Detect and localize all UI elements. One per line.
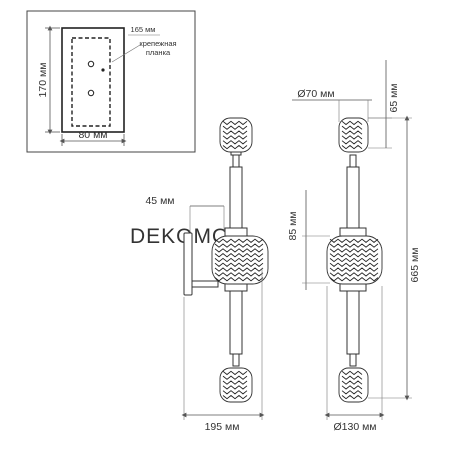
side-bottom-rod — [232, 353, 240, 367]
side-clamp-top — [224, 227, 248, 237]
side-depth-label: 45 мм — [145, 195, 174, 207]
side-wall-bracket — [183, 232, 193, 296]
plate-width-label: 80 мм — [78, 129, 107, 141]
side-shade-bottom — [219, 367, 253, 403]
side-top-rod — [232, 154, 240, 168]
front-shade-top — [338, 117, 369, 153]
glass-shades — [211, 117, 383, 403]
mounting-plate-inset: 170 мм 80 мм 165 мм крепежная планка — [26, 10, 196, 153]
side-arm — [191, 280, 219, 288]
mounting-hole-top — [87, 60, 95, 68]
front-shade-center — [326, 235, 383, 285]
side-tube-upper — [229, 166, 243, 230]
front-bottom-rod — [349, 353, 357, 367]
mounting-hole-bottom — [87, 89, 95, 97]
center-height-label: 85 мм — [287, 211, 299, 240]
side-tube-lower — [229, 289, 243, 355]
total-height-label: 665 мм — [409, 248, 421, 283]
top-diameter-label: Ø70 мм — [297, 88, 334, 100]
side-shade-center — [211, 235, 269, 285]
front-top-rod — [349, 154, 357, 168]
plate-note-line2: планка — [146, 48, 171, 57]
front-tube-lower — [346, 289, 360, 355]
center-diameter-label: Ø130 мм — [333, 421, 376, 433]
side-dimensions: 45 мм 195 мм — [145, 195, 265, 433]
top-height-label: 65 мм — [388, 83, 400, 112]
mounting-bar — [71, 37, 111, 127]
front-shade-bottom — [338, 367, 369, 403]
plate-length-label: 165 мм — [131, 25, 156, 34]
watermark: DEKOMO — [130, 225, 229, 248]
plate-height-label: 170 мм — [37, 63, 49, 98]
side-width-label: 195 мм — [205, 421, 240, 433]
side-shade-top — [219, 117, 253, 153]
front-tube-upper — [346, 166, 360, 230]
front-dimensions: Ø70 мм 65 мм 85 мм 665 мм Ø130 мм — [287, 60, 421, 433]
plate-note-line1: крепежная — [139, 39, 176, 48]
front-clamp-top — [339, 227, 367, 237]
plate-dot — [101, 68, 105, 72]
